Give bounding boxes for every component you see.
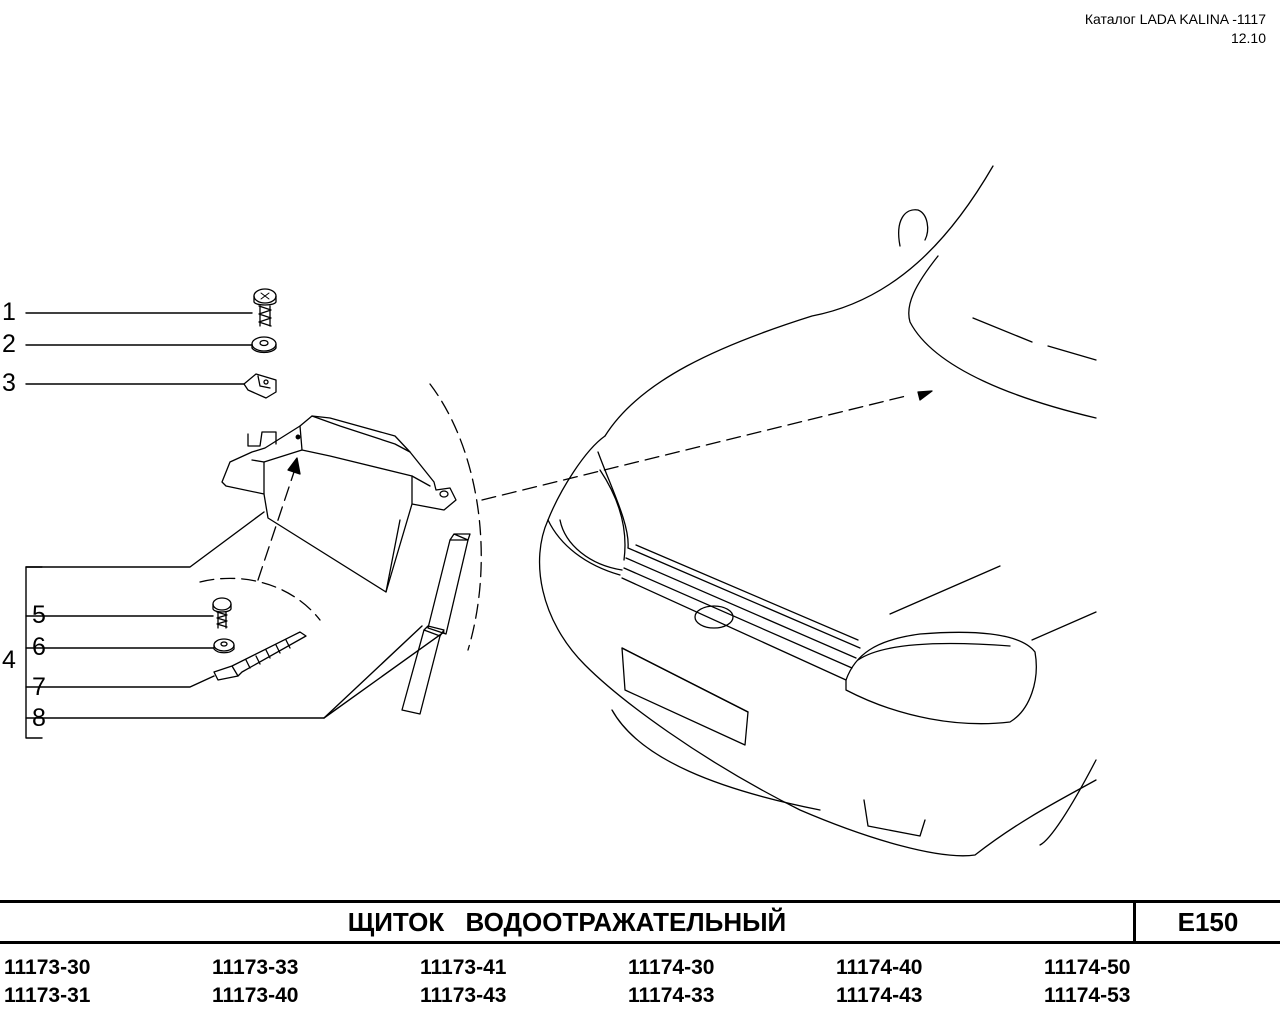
exploded-parts [212,288,471,715]
callout-8: 8 [32,704,46,732]
model-code: 11173-40 [212,984,299,1007]
dashed-guides [199,383,911,651]
leader-lines [25,312,445,739]
screw-part-5 [212,597,232,629]
callout-2: 2 [2,330,16,358]
callout-1: 1 [2,298,16,326]
callout-5: 5 [32,601,46,629]
page-title: ЩИТОК ВОДООТРАЖАТЕЛЬНЫЙ [347,907,787,937]
strap-part-7 [213,631,307,681]
model-code: 11174-43 [836,984,923,1007]
callout-7: 7 [32,673,46,701]
seal-part-8 [401,533,471,715]
parts-diagram [25,165,1097,857]
catalog-date: 12.10 [1230,30,1266,46]
arrow-head-1 [287,457,301,475]
model-list: 11173-30 11173-33 11173-41 11174-30 1117… [4,955,1274,1009]
model-code: 11173-31 [4,984,91,1007]
title-bar: ЩИТОК ВОДООТРАЖАТЕЛЬНЫЙ E150 [0,900,1280,944]
title-divider [1133,903,1136,941]
model-code: 11173-41 [420,956,507,979]
model-code: 11174-30 [628,956,715,979]
washer-part-6 [213,638,235,654]
callout-4: 4 [2,646,16,674]
callout-6: 6 [32,633,46,661]
screw-part-1 [253,288,277,327]
clip-part-3 [243,373,277,399]
car-outline [538,165,1097,857]
model-code: 11174-40 [836,956,923,979]
page-code: E150 [1177,907,1239,937]
model-code: 11174-33 [628,984,715,1007]
catalog-name: Каталог LADA KALINA -1117 [1084,11,1266,27]
model-code: 11174-50 [1044,956,1131,979]
washer-part-2 [251,336,277,354]
callout-3: 3 [2,369,16,397]
catalog-header: Каталог LADA KALINA -1117 12.10 [1085,10,1266,48]
mudguard-part-4 [221,415,457,593]
model-code: 11173-33 [212,956,299,979]
model-code: 11174-53 [1044,984,1131,1007]
arrow-head-2 [917,390,933,401]
model-code: 11173-30 [4,956,91,979]
model-code: 11173-43 [420,984,507,1007]
